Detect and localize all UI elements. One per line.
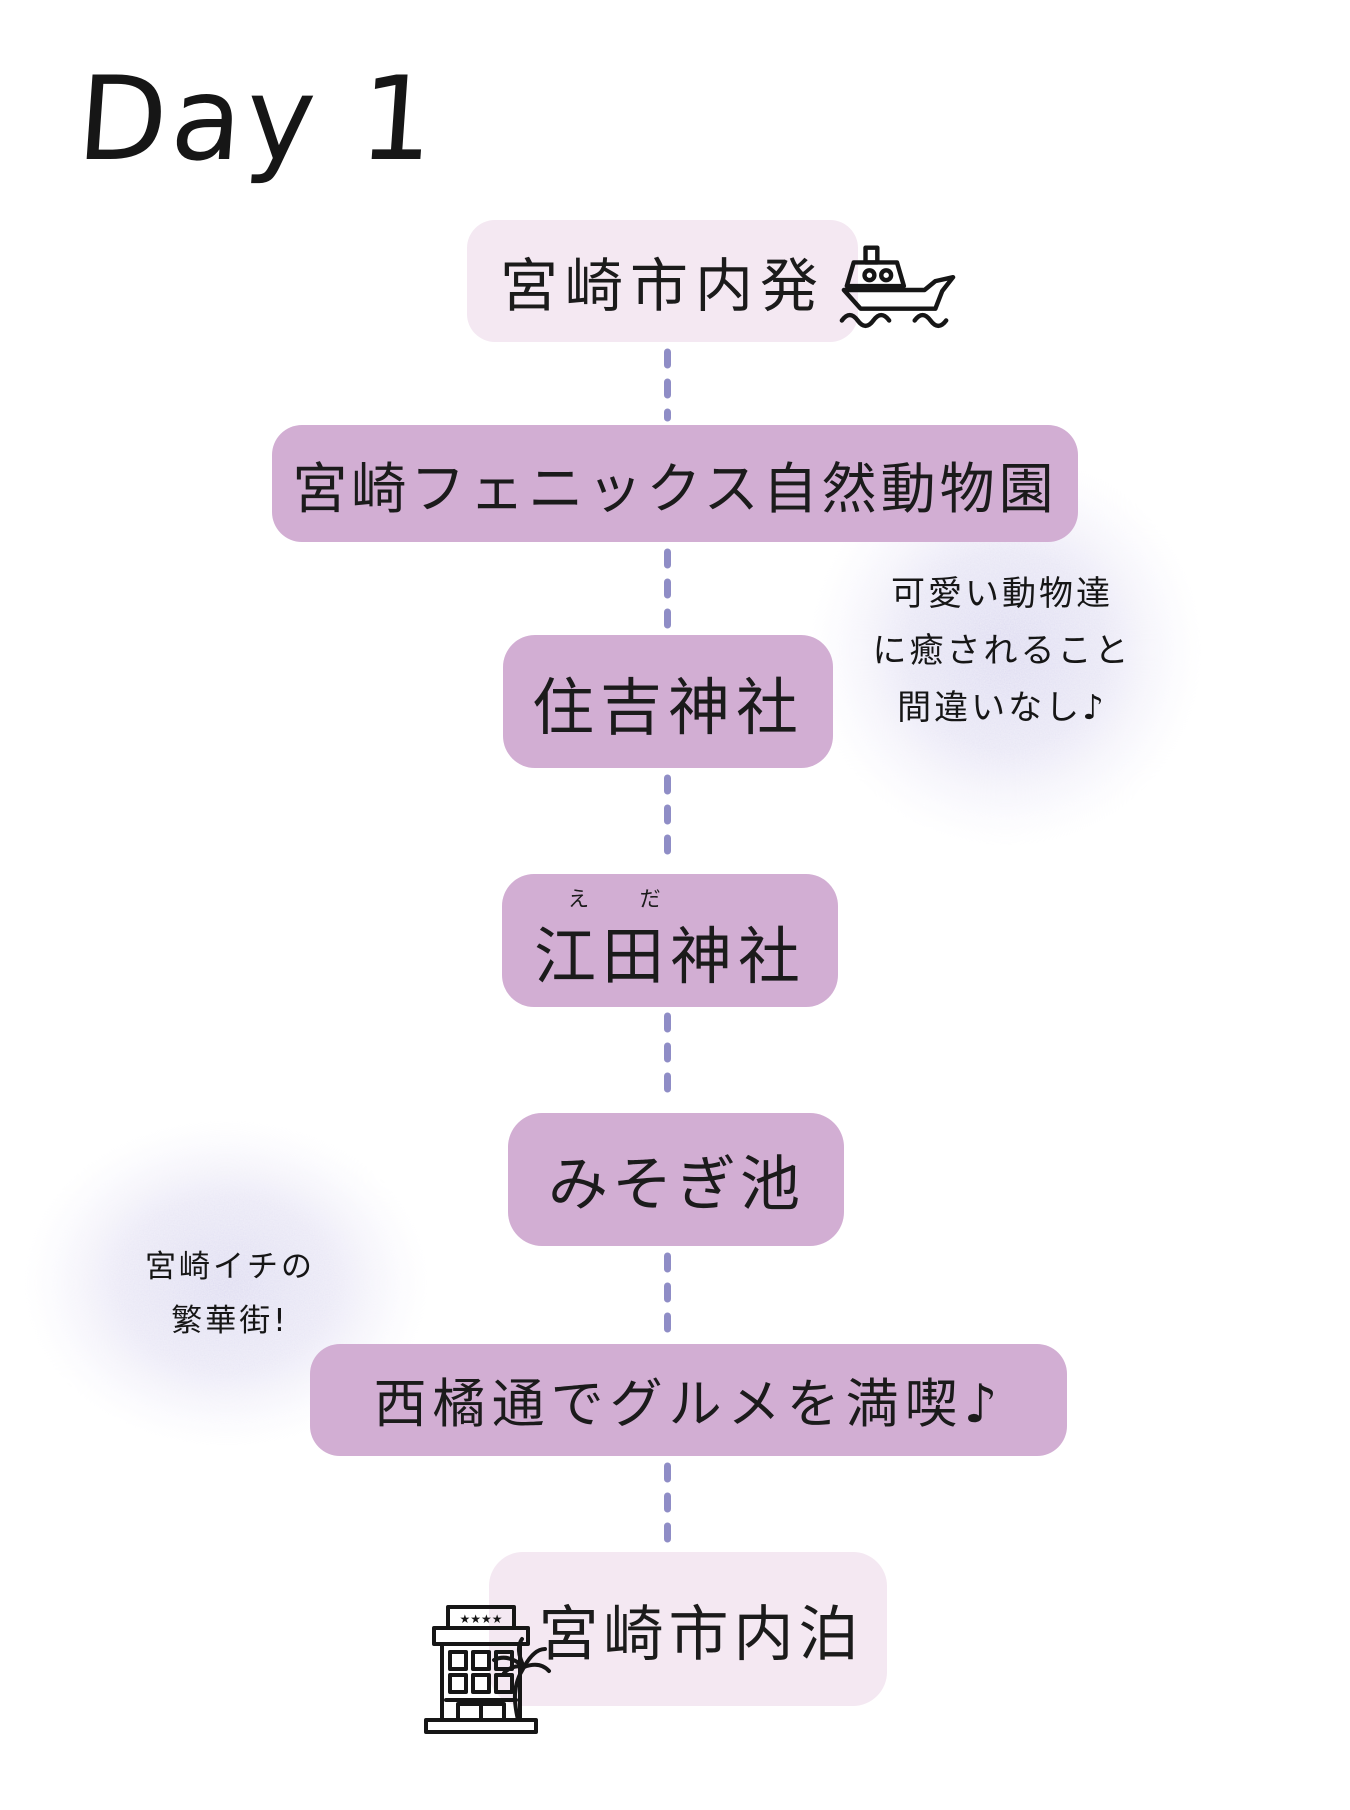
step-eda-shrine: え だ 江田神社 [502,874,838,1007]
step-miyazaki-departure: 宮崎市内発 [467,220,858,342]
ship-icon [839,245,956,329]
note-line: に癒されること [872,631,1132,671]
step-label: 西橘通でグルメを満喫♪ [373,1374,1004,1435]
svg-text:★★★★: ★★★★ [459,1612,502,1626]
note-line: 間違いなし♪ [897,688,1107,728]
note-line: 繁華街! [171,1303,289,1339]
lavender-blob-right [810,454,1202,846]
dotted-connector [664,548,671,630]
note-cute-animals: 可愛い動物達 に癒されること 間違いなし♪ [826,566,1178,737]
dotted-connector [664,1252,671,1338]
step-label: 宮崎市内泊 [538,1599,864,1670]
page-title: Day 1 [73,52,443,187]
dotted-connector [664,348,671,422]
step-label: 住吉神社 [531,670,804,744]
step-label: 宮崎フェニックス自然動物園 [292,456,1058,521]
step-label: 江田神社 [533,919,806,993]
step-miyazaki-stay: 宮崎市内泊 [489,1552,887,1706]
note-downtown: 宮崎イチの 繁華街! [96,1240,364,1348]
furigana-eda: え だ [568,887,683,911]
step-sumiyoshi-shrine: 住吉神社 [503,635,833,768]
step-phoenix-zoo: 宮崎フェニックス自然動物園 [272,425,1078,542]
note-line: 宮崎イチの [145,1249,315,1285]
dotted-connector [664,1012,671,1106]
hotel-icon: ★★★★ [424,1605,551,1734]
note-line: 可愛い動物達 [891,574,1113,614]
dotted-connector [664,1462,671,1544]
step-label: 宮崎市内発 [499,252,825,320]
step-label: みそぎ池 [548,1150,804,1220]
step-misogi-pond: みそぎ池 [508,1113,844,1246]
step-nishitachibana-gourmet: 西橘通でグルメを満喫♪ [310,1344,1067,1456]
dotted-connector [664,774,671,866]
